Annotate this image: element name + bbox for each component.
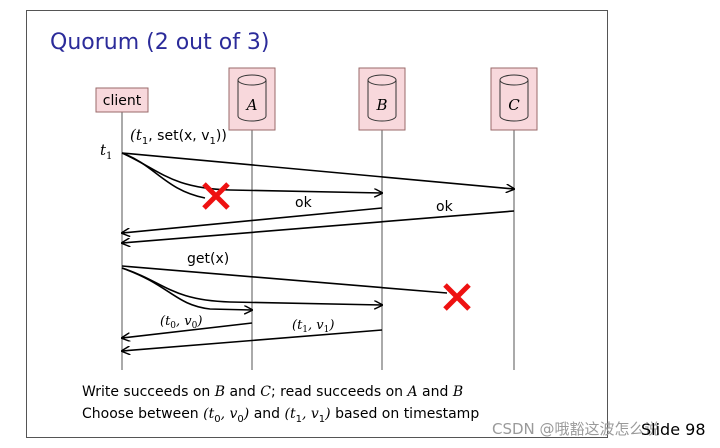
node-b-label: B bbox=[375, 96, 387, 114]
read-to-b bbox=[121, 267, 382, 305]
node-a: A bbox=[228, 67, 276, 131]
caption-line-1: Write succeeds on B and C; read succeeds… bbox=[82, 384, 464, 400]
ok-c-label: ok bbox=[436, 199, 454, 215]
ok-b-label: ok bbox=[295, 195, 313, 211]
database-icon-b bbox=[367, 74, 397, 122]
client-node: client bbox=[95, 87, 149, 113]
reply-a-label: (t0, v0) bbox=[160, 314, 202, 331]
reply-from-a bbox=[122, 322, 253, 338]
client-label: client bbox=[103, 93, 142, 109]
database-icon-a bbox=[237, 74, 267, 122]
node-a-label: A bbox=[245, 96, 258, 114]
write-failure-cross bbox=[202, 182, 230, 210]
slide-title: Quorum (2 out of 3) bbox=[50, 30, 270, 55]
node-c: C bbox=[490, 67, 538, 131]
database-icon-c bbox=[499, 74, 529, 122]
read-request-label: get(x) bbox=[187, 251, 229, 267]
write-request-label: (t1, set(x, v1)) bbox=[130, 126, 227, 147]
ok-from-b bbox=[122, 207, 383, 233]
time-label: t1 bbox=[100, 141, 112, 162]
write-to-c bbox=[121, 152, 514, 189]
reply-b-label: (t1, v1) bbox=[292, 318, 334, 335]
read-failure-cross bbox=[443, 283, 471, 311]
node-c-label: C bbox=[508, 96, 520, 114]
caption-line-2: Choose between (t0, v0) and (t1, v1) bas… bbox=[82, 406, 480, 425]
reply-from-b bbox=[122, 329, 383, 351]
node-b: B bbox=[358, 67, 406, 131]
watermark: CSDN @哦豁这波怎么说 bbox=[492, 420, 660, 438]
slide-number: Slide 98 bbox=[641, 420, 706, 439]
ok-from-c bbox=[122, 210, 515, 243]
read-to-a bbox=[121, 267, 252, 310]
read-to-c-failed bbox=[121, 265, 448, 294]
